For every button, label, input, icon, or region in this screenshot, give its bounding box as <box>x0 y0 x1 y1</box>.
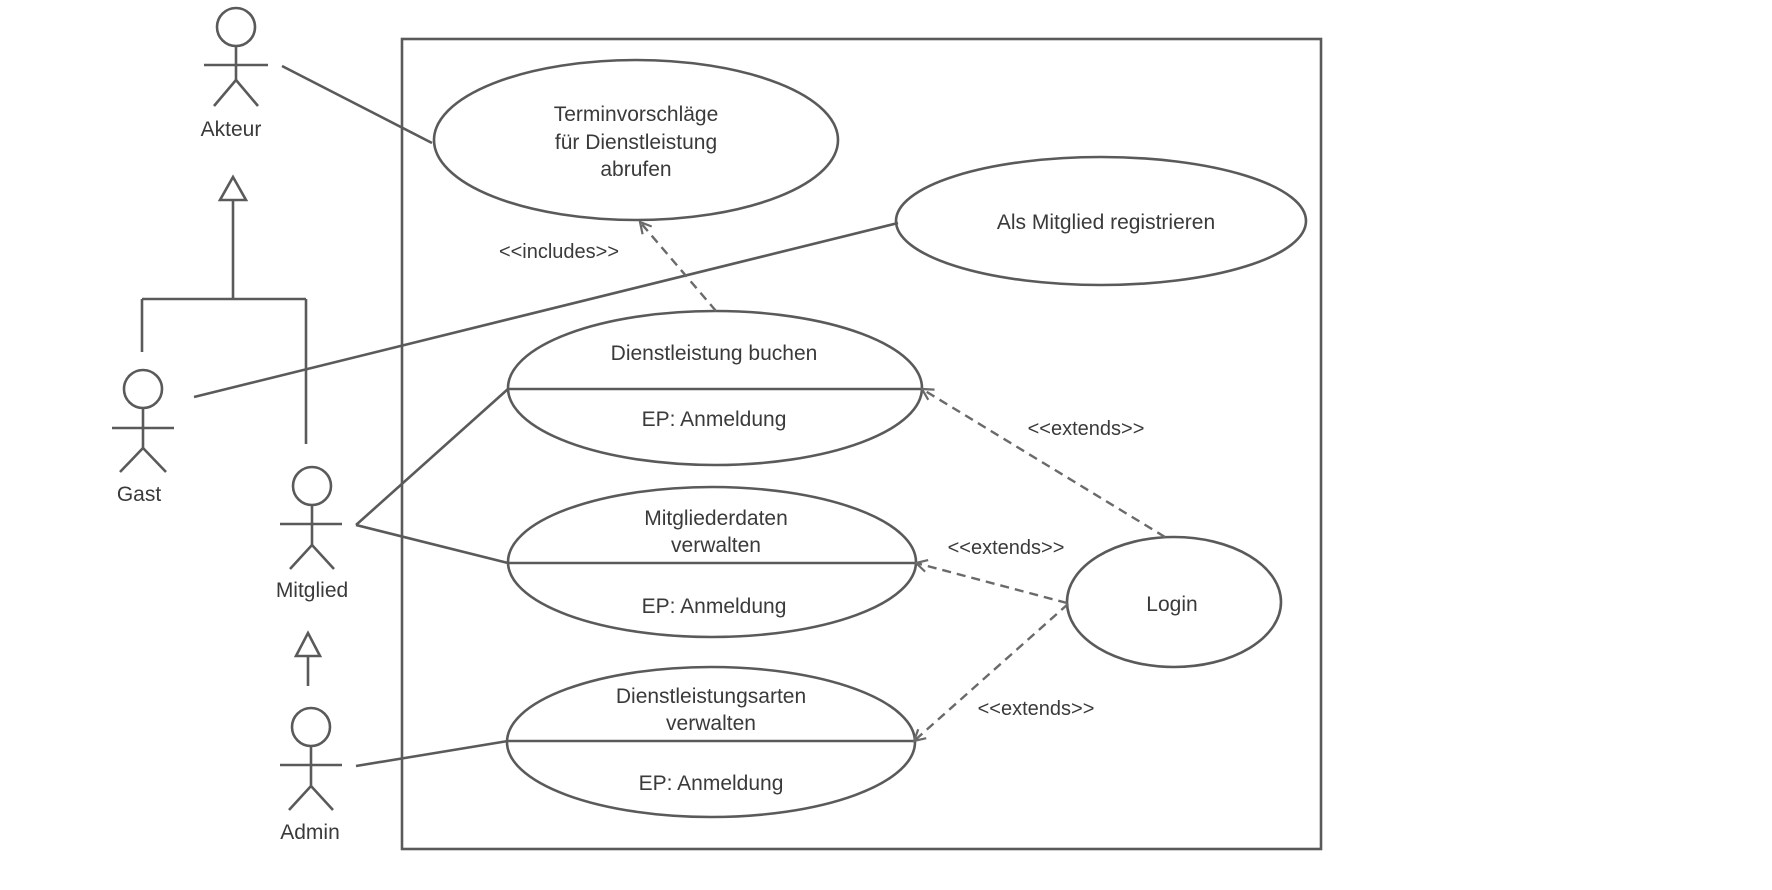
actor-akteur-label: Akteur <box>201 118 262 141</box>
use-case-mitgliederdaten-ext-point: EP: Anmeldung <box>642 595 787 618</box>
actor-mitglied-label: Mitglied <box>276 579 348 602</box>
actor-gast-icon <box>112 368 174 473</box>
actor-admin-icon <box>280 706 342 811</box>
use-case-buchen-ext-point: EP: Anmeldung <box>642 408 787 431</box>
association-admin-dienstleistungsarten <box>355 739 509 768</box>
use-case-mitgliederdaten-title-1: Mitgliederdaten <box>644 507 788 530</box>
actor-admin: Admin <box>280 706 342 844</box>
stereotype-extends-buchen-label: <<extends>> <box>1028 418 1145 440</box>
use-case-mitgliederdaten-title-2: verwalten <box>671 534 761 557</box>
dependency-extends-buchen-arrow <box>922 389 1166 539</box>
use-case-registrieren-ellipse <box>894 155 1308 287</box>
association-gast-registrieren <box>193 221 899 399</box>
stereotype-includes-label: <<includes>> <box>499 241 619 263</box>
use-case-dienstleistungsarten-ext-point: EP: Anmeldung <box>639 772 784 795</box>
system-boundary <box>400 37 1323 851</box>
dependency-includes-arrow <box>640 222 717 312</box>
actor-akteur-icon <box>204 6 268 107</box>
use-case-registrieren-label: Als Mitglied registrieren <box>997 211 1215 234</box>
association-mitglied-buchen <box>355 388 509 526</box>
use-case-termin-ellipse <box>432 58 840 222</box>
actor-mitglied-icon <box>280 465 342 570</box>
actor-admin-label: Admin <box>280 821 340 844</box>
dependency-extends-mitgliederdaten-arrow <box>916 563 1068 605</box>
association-mitglied-mitgliederdaten <box>355 523 509 565</box>
actor-gast-label: Gast <box>117 483 162 506</box>
use-case-registrieren: Als Mitglied registrieren <box>894 155 1308 287</box>
stereotype-extends-dienstleistungsarten-label: <<extends>> <box>978 698 1095 720</box>
use-case-termin-line-2: für Dienstleistung <box>555 131 717 154</box>
use-case-login: Login <box>1065 535 1283 669</box>
generalization-triangle-akteur <box>217 174 249 202</box>
association-akteur-termin <box>281 64 433 145</box>
generalization-triangle-mitglied <box>293 630 323 658</box>
actor-gast: Gast <box>112 368 174 506</box>
dependency-extends-dienstleistungsarten-arrow <box>914 603 1069 741</box>
associations <box>193 64 899 768</box>
use-case-termin-line-3: abrufen <box>600 158 671 181</box>
use-case-buchen-title: Dienstleistung buchen <box>611 342 818 365</box>
use-case-buchen: Dienstleistung buchen EP: Anmeldung <box>506 309 924 467</box>
use-case-dienstleistungsarten-title-1: Dienstleistungsarten <box>616 685 806 708</box>
actor-akteur: Akteur <box>201 6 268 141</box>
use-case-termin: Terminvorschläge für Dienstleistung abru… <box>432 58 840 222</box>
stereotype-extends-mitgliederdaten-label: <<extends>> <box>948 537 1065 559</box>
generalization-gast-mitglied-to-akteur <box>140 174 308 444</box>
generalization-admin-to-mitglied <box>293 630 323 686</box>
use-case-dienstleistungsarten: Dienstleistungsarten verwalten EP: Anmel… <box>505 665 917 819</box>
actor-mitglied: Mitglied <box>276 465 348 602</box>
use-case-login-label: Login <box>1146 593 1197 616</box>
use-case-mitgliederdaten: Mitgliederdaten verwalten EP: Anmeldung <box>506 485 918 639</box>
use-case-dienstleistungsarten-title-2: verwalten <box>666 712 756 735</box>
use-case-termin-line-1: Terminvorschläge <box>554 103 719 126</box>
